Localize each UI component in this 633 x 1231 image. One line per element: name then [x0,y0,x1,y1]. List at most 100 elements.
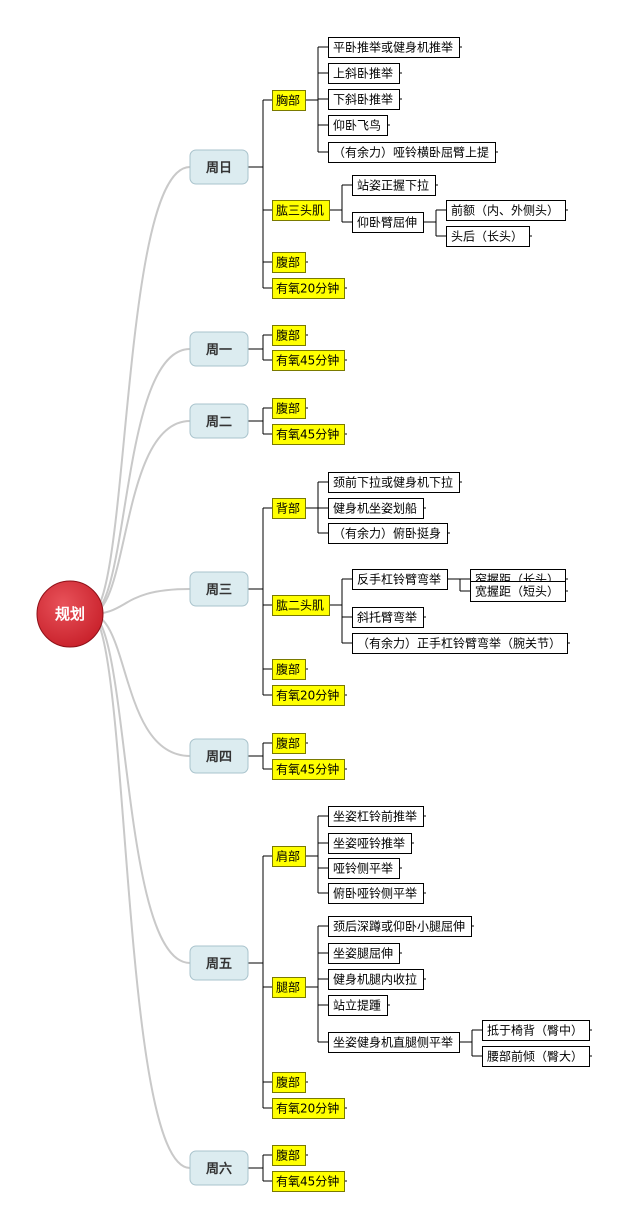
exercise-node[interactable] [352,633,568,654]
day-node[interactable] [189,331,249,367]
category-label: 肱二头肌 [276,598,324,613]
exercise-label: 抵于椅背（臀中） [487,1023,583,1038]
category-node[interactable] [272,1171,345,1192]
root-node[interactable] [36,580,104,648]
exercise-node[interactable] [352,175,436,196]
category-label: 腹部 [276,1148,300,1163]
exercise-node[interactable] [352,569,448,590]
exercise-label: 颈前下拉或健身机下拉 [333,475,453,490]
exercise-label: 坐姿腿屈伸 [333,947,393,961]
exercise-node[interactable] [328,498,424,519]
category-node[interactable] [272,685,345,706]
category-node[interactable] [272,498,306,519]
category-label: 肩部 [276,849,300,864]
exercise-node[interactable] [328,916,472,937]
category-node[interactable] [272,733,306,754]
day-label: 周三 [206,583,232,598]
root-day-connector [89,166,191,615]
category-label: 有氧45分钟 [276,353,339,368]
category-node[interactable] [272,90,306,111]
category-node[interactable] [272,398,306,419]
exercise-node[interactable] [446,200,566,221]
exercise-label: 坐姿健身机直腿侧平举 [333,1035,453,1050]
category-node[interactable] [272,595,330,616]
day-node[interactable] [189,403,249,439]
category-label: 有氧20分钟 [276,281,339,296]
category-node[interactable] [272,977,306,998]
category-label: 腹部 [276,662,300,677]
exercise-label: 上斜卧推举 [333,67,393,81]
day-label: 周二 [206,415,232,430]
category-label: 肱三头肌 [276,203,324,218]
exercise-label: 宽握距（短头） [475,584,559,599]
exercise-node[interactable] [328,115,388,136]
exercise-node[interactable] [470,581,566,602]
exercise-node[interactable] [328,969,424,990]
exercise-label: （有余力）俯卧挺身 [333,526,441,541]
exercise-node[interactable] [328,472,460,493]
category-node[interactable] [272,1098,345,1119]
exercise-node[interactable] [328,1032,460,1053]
category-node[interactable] [272,350,345,371]
category-node[interactable] [272,1145,306,1166]
exercise-label: 前额（内、外侧头） [451,203,559,218]
exercise-node[interactable] [482,1046,590,1067]
exercise-label: 仰卧臂屈伸 [357,215,417,230]
category-node[interactable] [272,278,345,299]
exercise-label: 坐姿哑铃推举 [333,836,405,851]
exercise-node[interactable] [328,89,400,110]
category-label: 有氧45分钟 [276,427,339,442]
exercise-label: （有余力）正手杠铃臂弯举（腕关节） [357,636,561,651]
day-label: 周一 [206,343,232,358]
exercise-node[interactable] [446,226,530,247]
day-node[interactable] [189,1150,249,1186]
exercise-node[interactable] [328,37,460,58]
category-node[interactable] [272,200,330,221]
exercise-label: 坐姿杠铃前推举 [333,809,417,824]
day-node[interactable] [189,738,249,774]
category-node[interactable] [272,1072,306,1093]
category-label: 有氧45分钟 [276,762,339,777]
exercise-node[interactable] [328,883,424,904]
category-node[interactable] [272,252,306,273]
exercise-node[interactable] [328,943,400,964]
category-node[interactable] [272,846,306,867]
exercise-label: 俯卧哑铃侧平举 [333,886,417,901]
category-node[interactable] [272,424,345,445]
root-day-connector [89,348,191,615]
day-label: 周日 [206,161,232,176]
category-label: 腿部 [276,980,300,995]
exercise-node[interactable] [482,1020,590,1041]
category-label: 有氧20分钟 [276,688,339,703]
exercise-node[interactable] [328,523,448,544]
exercise-label: 哑铃侧平举 [333,861,393,876]
exercise-label: 下斜卧推举 [333,93,393,107]
exercise-label: 头后（长头） [451,230,523,244]
exercise-node[interactable] [352,212,424,233]
exercise-node[interactable] [352,607,424,628]
exercise-node[interactable] [328,995,388,1016]
category-label: 腹部 [276,328,300,343]
exercise-label: 反手杠铃臂弯举 [357,572,441,587]
exercise-label: 健身机坐姿划船 [333,501,417,516]
root-day-connector [89,420,191,615]
exercise-label: （有余力）哑铃横卧屈臂上提 [333,145,489,160]
day-node[interactable] [189,149,249,185]
exercise-node[interactable] [328,142,496,163]
exercise-node[interactable] [328,858,400,879]
category-label: 有氧45分钟 [276,1174,339,1189]
exercise-label: 腰部前倾（臀大） [487,1049,583,1064]
category-label: 胸部 [276,93,300,108]
nodes: 周日胸部平卧推举或健身机推举上斜卧推举下斜卧推举仰卧飞鸟（有余力）哑铃横卧屈臂上… [36,37,590,1192]
exercise-node[interactable] [328,806,424,827]
category-node[interactable] [272,759,345,780]
day-node[interactable] [189,945,249,981]
exercise-node[interactable] [328,833,412,854]
root-connectors [89,166,191,1169]
category-node[interactable] [272,325,306,346]
category-label: 腹部 [276,401,300,416]
category-node[interactable] [272,659,306,680]
day-node[interactable] [189,571,249,607]
exercise-node[interactable] [328,63,400,84]
